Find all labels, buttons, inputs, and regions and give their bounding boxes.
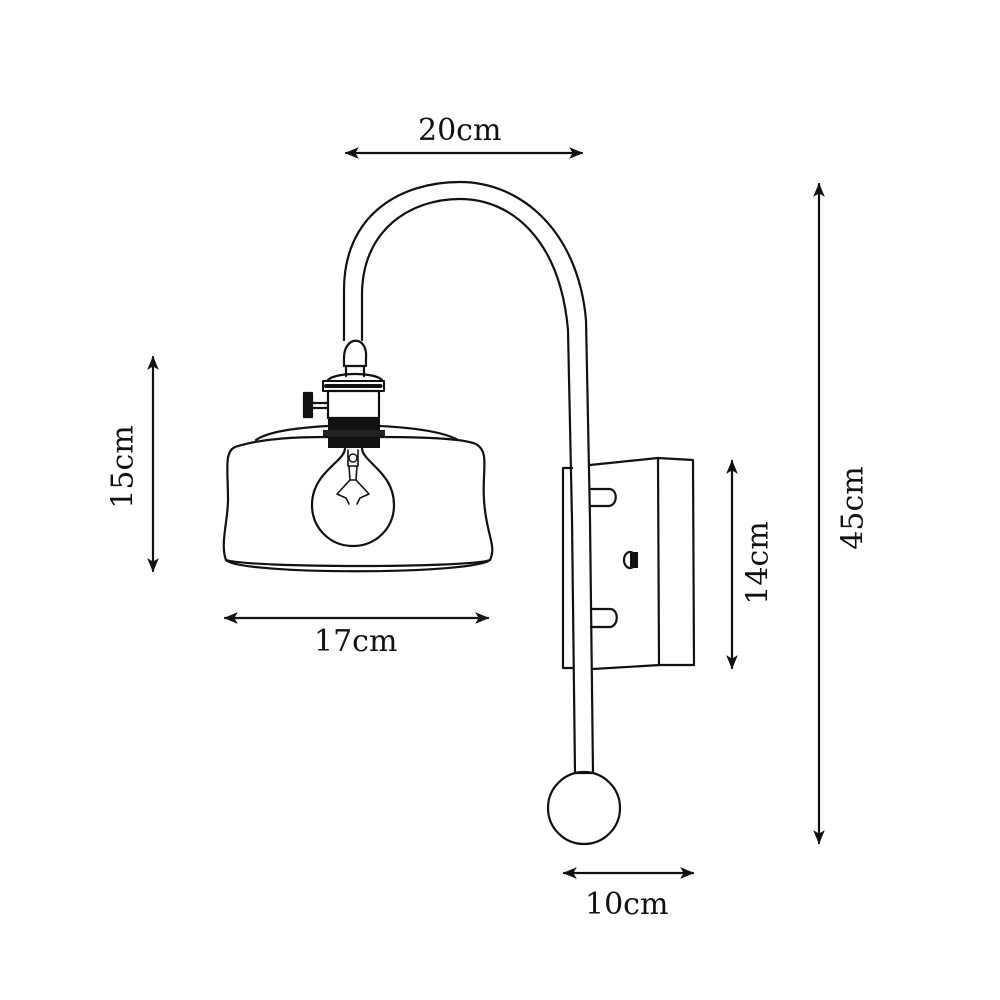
screw-top: [589, 487, 617, 508]
label-base-depth: 10cm: [585, 887, 669, 922]
rod: [570, 518, 595, 775]
wall-plate-back: [561, 466, 574, 670]
ball-end: [546, 770, 622, 846]
label-shade-height: 15cm: [105, 425, 141, 509]
label-total-height: 45cm: [835, 466, 871, 550]
screw-bottom: [589, 607, 618, 629]
arm-outer: [342, 180, 592, 522]
socket-dome: [326, 372, 384, 382]
wall-plate-front: [588, 456, 696, 671]
shade-body: [222, 435, 494, 568]
shade-top: [254, 424, 460, 442]
label-shade-width: 17cm: [314, 624, 398, 659]
arm-inner: [360, 197, 574, 522]
shade-bottom-lip: [224, 558, 492, 573]
socket-cap: [342, 339, 368, 368]
filament: [336, 449, 370, 505]
label-arm-width: 20cm: [418, 113, 502, 148]
bulb: [310, 446, 396, 548]
label-plate-height: 14cm: [740, 521, 776, 605]
socket-body: [326, 389, 381, 420]
socket-switch-key: [302, 391, 314, 419]
